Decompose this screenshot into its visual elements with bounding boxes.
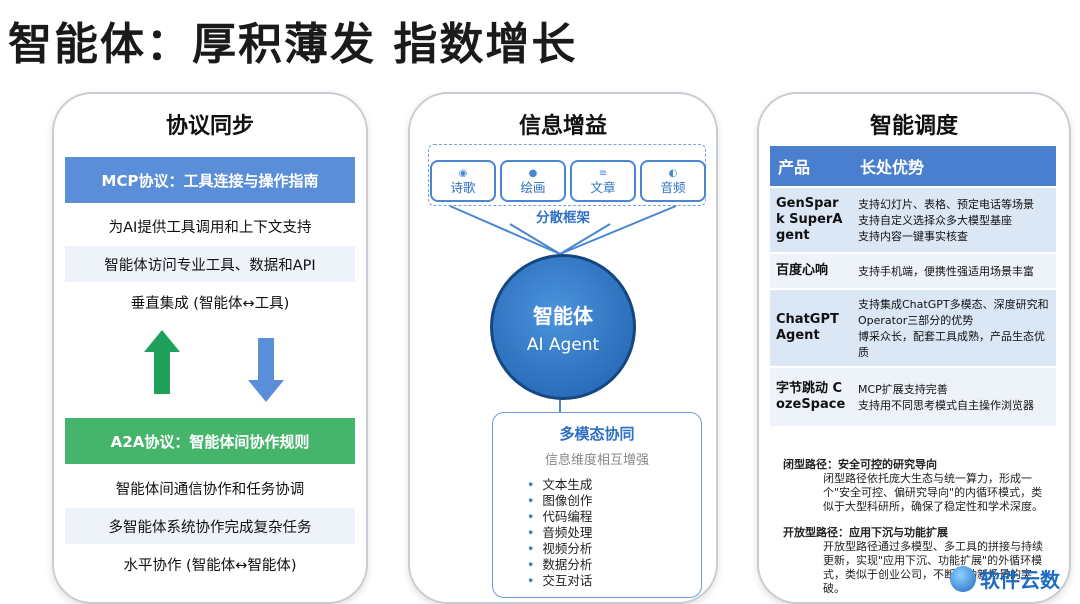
document-icon: ≡ bbox=[598, 167, 608, 179]
a2a-row: 智能体间通信协作和任务协调 bbox=[115, 481, 305, 498]
mcp-row: 垂直集成 (智能体↔工具) bbox=[130, 295, 290, 312]
list-item: 数据分析 bbox=[527, 557, 592, 573]
scheduling-panel: 智能调度 产品 长处优势 GenSpark SuperAgent 支持幻灯片、表… bbox=[757, 92, 1071, 604]
list-item: 视频分析 bbox=[527, 541, 592, 557]
speaker-icon: ◐ bbox=[668, 167, 678, 179]
a2a-header: A2A协议：智能体间协作规则 bbox=[65, 418, 355, 464]
list-item: 交互对话 bbox=[527, 573, 592, 589]
product-name: 百度心响 bbox=[770, 254, 852, 288]
closed-path-note: 闭型路径：安全可控的研究导向 闭型路径依托庞大生态与统一算力，形成一个"安全可控… bbox=[783, 458, 1051, 514]
chip-article: ≡ 文章 bbox=[570, 160, 636, 202]
chip-label: 文章 bbox=[590, 179, 616, 195]
mcp-header: MCP协议：工具连接与操作指南 bbox=[65, 157, 355, 203]
connector-lines bbox=[449, 205, 677, 412]
list-item: 音频处理 bbox=[527, 525, 592, 541]
product-desc: 支持手机端，便携性强适用场景丰富 bbox=[852, 254, 1056, 288]
panel-title: 协议同步 bbox=[165, 114, 254, 139]
list-item: 代码编程 bbox=[527, 509, 592, 525]
closed-path-text: 闭型路径依托庞大生态与统一算力，形成一个"安全可控、偏研究导向"的内循环模式，类… bbox=[823, 472, 1043, 513]
logo-text: 软件云数 bbox=[980, 568, 1060, 592]
product-name: 字节跳动 CozeSpace bbox=[770, 368, 852, 426]
product-desc: 支持集成ChatGPT多模态、深度研究和Operator三部分的优势 博采众长，… bbox=[852, 290, 1056, 366]
circle-icon: ● bbox=[528, 167, 538, 179]
open-path-title: 开放型路径：应用下沉与功能扩展 bbox=[783, 526, 948, 539]
chip-painting: ● 绘画 bbox=[500, 160, 566, 202]
closed-path-title: 闭型路径：安全可控的研究导向 bbox=[783, 458, 937, 471]
chip-audio: ◐ 音频 bbox=[640, 160, 706, 202]
chip-poetry: ◉ 诗歌 bbox=[430, 160, 496, 202]
agent-circle: 智能体 AI Agent bbox=[490, 254, 636, 400]
table-header-row: 产品 长处优势 bbox=[770, 146, 1056, 186]
chip-label: 诗歌 bbox=[450, 179, 476, 195]
product-table: 产品 长处优势 GenSpark SuperAgent 支持幻灯片、表格、预定电… bbox=[770, 144, 1056, 428]
table-header: 产品 bbox=[770, 146, 852, 186]
table-row: 百度心响 支持手机端，便携性强适用场景丰富 bbox=[770, 254, 1056, 288]
panel-title: 信息增益 bbox=[518, 114, 607, 139]
chip-label: 绘画 bbox=[520, 179, 546, 195]
protocol-panel: 协议同步 MCP协议：工具连接与操作指南 为AI提供工具调用和上下文支持 智能体… bbox=[52, 92, 368, 604]
table-header: 长处优势 bbox=[852, 146, 1056, 186]
mcp-row: 为AI提供工具调用和上下文支持 bbox=[108, 219, 312, 236]
list-item: 文本生成 bbox=[527, 477, 592, 493]
open-path-text: 开放型路径通过多模型、多工具的拼接与持续更新，实现"应用下沉、功能扩展"的外循环… bbox=[823, 540, 1043, 595]
globe-icon bbox=[950, 565, 976, 592]
product-name: ChatGPT Agent bbox=[770, 290, 852, 366]
multimodal-subtitle: 信息维度相互增强 bbox=[544, 453, 649, 468]
table-row: 字节跳动 CozeSpace MCP扩展支持完善 支持用不同思考模式自主操作浏览… bbox=[770, 368, 1056, 426]
product-desc: 支持幻灯片、表格、预定电话等场景 支持自定义选择众多大模型基座 支持内容一键事实… bbox=[852, 188, 1056, 252]
agent-label-en: AI Agent bbox=[526, 334, 600, 355]
a2a-row: 多智能体系统协作完成复杂任务 bbox=[65, 508, 355, 544]
arrow-down-icon bbox=[248, 338, 284, 402]
info-gain-panel: 信息增益 ◉ 诗歌 ● 绘画 ≡ 文章 ◐ 音频 分散框架 智能体 AI Age… bbox=[408, 92, 718, 604]
product-name: GenSpark SuperAgent bbox=[770, 188, 852, 252]
open-path-note: 开放型路径：应用下沉与功能扩展 开放型路径通过多模型、多工具的拼接与持续更新，实… bbox=[783, 526, 1051, 596]
panel-title: 智能调度 bbox=[869, 114, 958, 139]
brand-logo: 软件云数 bbox=[950, 564, 1060, 593]
arrow-up-icon bbox=[144, 330, 180, 394]
table-row: GenSpark SuperAgent 支持幻灯片、表格、预定电话等场景 支持自… bbox=[770, 188, 1056, 252]
multimodal-list: 文本生成 图像创作 代码编程 音频处理 视频分析 数据分析 交互对话 bbox=[527, 477, 592, 589]
multimodal-title: 多模态协同 bbox=[559, 425, 635, 443]
mcp-row: 智能体访问专业工具、数据和API bbox=[65, 246, 355, 282]
table-row: ChatGPT Agent 支持集成ChatGPT多模态、深度研究和Operat… bbox=[770, 290, 1056, 366]
multimodal-box: 多模态协同 信息维度相互增强 文本生成 图像创作 代码编程 音频处理 视频分析 … bbox=[492, 412, 702, 598]
page-title: 智能体：厚积薄发 指数增长 bbox=[8, 19, 578, 70]
product-desc: MCP扩展支持完善 支持用不同思考模式自主操作浏览器 bbox=[852, 368, 1056, 426]
translate-icon: ◉ bbox=[458, 167, 468, 179]
a2a-row: 水平协作 (智能体↔智能体) bbox=[123, 557, 297, 574]
list-item: 图像创作 bbox=[527, 493, 592, 509]
framework-label: 分散框架 bbox=[536, 210, 590, 226]
chip-label: 音频 bbox=[660, 179, 686, 195]
agent-label-cn: 智能体 bbox=[533, 303, 593, 328]
